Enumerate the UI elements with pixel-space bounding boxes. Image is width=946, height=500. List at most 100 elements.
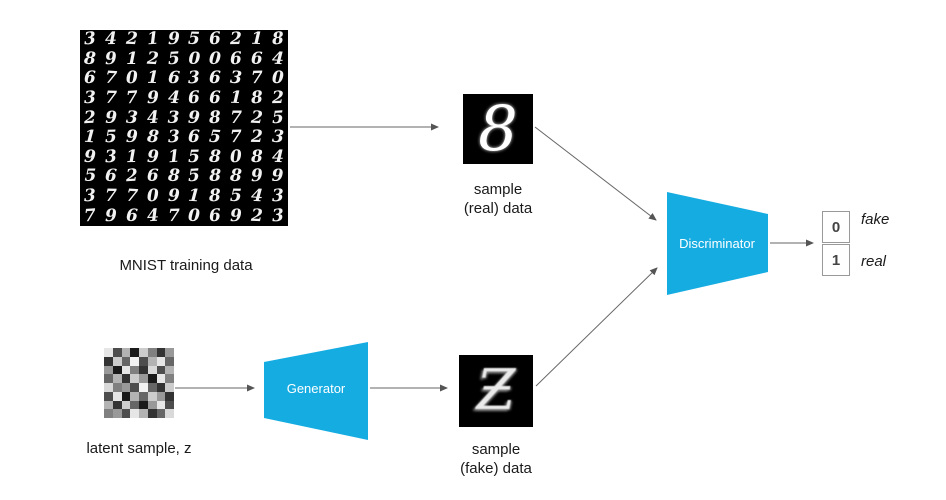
latent-pixel [165,400,174,410]
latent-label: latent sample, z [86,440,192,457]
latent-pixel [121,365,131,375]
latent-pixel [130,348,139,357]
latent-pixel [139,348,148,357]
latent-pixel [121,409,131,418]
latent-pixel [112,374,122,383]
latent-pixel [130,383,139,392]
real-sample-label-line2: (real) data [463,200,533,217]
latent-pixel [130,391,139,401]
output-one-cell: 1 [822,244,850,276]
generator-block: Generator [264,342,368,440]
latent-pixel [104,383,113,392]
mnist-digit: 6 [250,48,263,69]
fake-sample-label-line1: sample [471,441,521,458]
latent-pixel [147,409,157,418]
discriminator-block: Discriminator [667,192,768,295]
latent-pixel [147,400,157,410]
latent-pixel [165,365,174,375]
mnist-digit: 8 [209,166,222,187]
latent-pixel [112,348,122,357]
mnist-label: MNIST training data [119,257,253,274]
latent-pixel [165,356,174,366]
latent-pixel [165,348,174,357]
fake-sample-digit: Ƶ [476,358,516,423]
real-sample-label: sample (real) data [438,180,558,218]
latent-pixel [121,391,131,401]
latent-pixel [147,374,157,383]
latent-pixel [112,356,122,366]
real-label: real [861,253,887,270]
latent-pixel [147,391,157,401]
latent-pixel [104,356,113,366]
latent-pixel [165,409,174,418]
latent-pixel [165,374,174,383]
latent-pixel [156,409,166,418]
generator-shape [264,342,368,440]
mnist-digit: 1 [126,48,138,69]
output-zero-cell: 0 [822,211,850,243]
latent-pixel [147,383,157,392]
latent-pixel [139,356,148,366]
latent-pixel [104,409,113,418]
generator-label: Generator [287,381,346,396]
mnist-digit: 5 [84,166,97,187]
latent-pixel [156,356,166,366]
latent-pixel [139,400,148,410]
latent-pixel [130,409,139,418]
fake-label: fake [861,211,890,228]
mnist-digit: 9 [105,107,118,128]
latent-pixel [147,348,157,357]
latent-pixel [139,409,148,418]
latent-pixel [156,383,166,392]
latent-pixel [112,409,122,418]
mnist-digit: 3 [167,107,180,128]
latent-pixel [112,365,122,375]
real-sample-digit: 8 [478,92,518,165]
fake-sample-image: Ƶ [459,355,533,427]
latent-pixel [121,400,131,410]
latent-pixel [139,374,148,383]
arrow-fake-to-discriminator [535,267,658,387]
mnist-digit: 7 [230,107,242,128]
latent-pixel [130,356,139,366]
latent-pixel [112,400,122,410]
latent-pixel [147,365,157,375]
latent-pixel [139,383,148,392]
latent-pixel [112,391,122,401]
latent-pixel [156,374,166,383]
latent-pixel [165,391,174,401]
fake-sample-label-line2: (fake) data [460,460,532,477]
latent-pixel [121,383,131,392]
latent-pixel [112,383,122,392]
latent-pixel [130,400,139,410]
fake-sample-label: sample (fake) data [436,440,556,478]
latent-pixel [104,365,113,375]
latent-pixel [121,374,131,383]
latent-pixel [104,400,113,410]
arrow-real-to-discriminator [534,126,657,221]
latent-pixel [156,365,166,375]
latent-pixel [156,391,166,401]
latent-pixel [165,383,174,392]
latent-noise-image [104,348,174,418]
discriminator-shape [667,192,768,295]
mnist-digit: 9 [271,166,284,187]
latent-pixel [104,391,113,401]
latent-pixel [104,374,113,383]
latent-pixel [139,391,148,401]
latent-pixel [130,374,139,383]
latent-pixel [130,365,139,375]
latent-pixel [147,356,157,366]
latent-pixel [156,400,166,410]
latent-pixel [104,348,113,357]
discriminator-label: Discriminator [679,236,756,251]
latent-pixel [156,348,166,357]
mnist-digit: 0 [188,48,201,69]
real-sample-label-line1: sample [473,181,523,198]
latent-pixel [121,348,131,357]
latent-pixel [139,365,148,375]
mnist-digit: 6 [146,166,159,187]
latent-pixel [121,356,131,366]
